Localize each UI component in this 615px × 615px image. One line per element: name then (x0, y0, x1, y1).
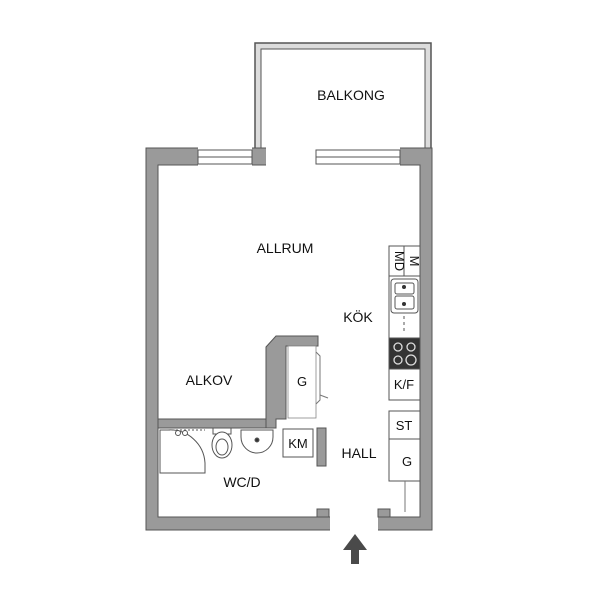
washer-label: KM (288, 436, 308, 451)
washbasin-icon (240, 429, 274, 454)
kitchen-counter (388, 245, 421, 482)
room-label-kok: KÖK (343, 308, 373, 325)
sink-icon (402, 285, 406, 334)
room-label-balkong: BALKONG (317, 87, 385, 103)
dishwasher-label: MD (392, 251, 407, 271)
window-right (315, 149, 401, 165)
balcony (254, 42, 432, 151)
window-left (197, 149, 253, 165)
bathroom (159, 427, 314, 474)
storage-label: ST (396, 418, 413, 433)
stove-icon (393, 342, 417, 366)
room-label-alkov: ALKOV (186, 372, 233, 388)
interior-walls (157, 335, 391, 518)
hall-closet-label: G (402, 454, 412, 469)
room-label-hall: HALL (341, 445, 376, 461)
room-label-allrum: ALLRUM (257, 240, 314, 256)
closet-label: G (297, 374, 307, 389)
fridge-label: K/F (394, 377, 414, 392)
closet: G (287, 345, 329, 419)
toilet-icon (211, 427, 233, 459)
shower-icon (159, 429, 206, 474)
entrance-arrow-icon (343, 534, 367, 564)
microwave-label: M (407, 256, 422, 267)
room-label-wcd: WC/D (223, 474, 260, 490)
